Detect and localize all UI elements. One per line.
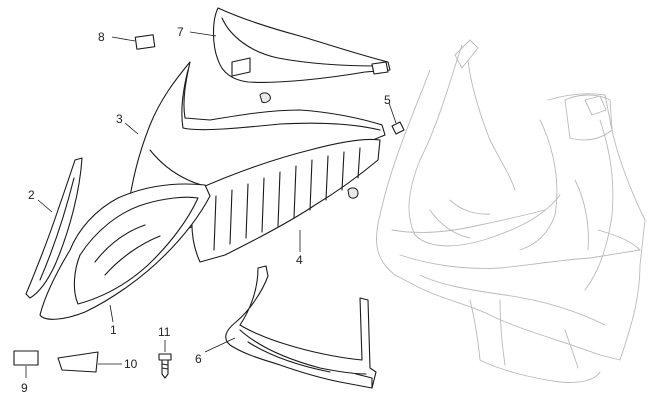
part-lower-bracket (225, 265, 377, 389)
callout-2: 2 (28, 188, 35, 202)
leader-lines (25, 31, 397, 378)
part-side-trim (25, 157, 83, 299)
part-clip-5 (391, 121, 405, 135)
callout-6: 6 (195, 352, 202, 366)
callout-5: 5 (384, 93, 391, 107)
part-grille (191, 138, 381, 263)
part-plate-9 (13, 350, 39, 366)
callout-3: 3 (116, 112, 123, 126)
part-sticker-8 (134, 34, 156, 50)
part-plate-10 (57, 351, 99, 373)
part-lower-side-panel (39, 183, 211, 320)
callout-9: 9 (21, 381, 28, 395)
callout-10: 10 (124, 357, 138, 371)
callout-4: 4 (296, 253, 303, 267)
callout-7: 7 (177, 25, 184, 39)
callout-11: 11 (158, 325, 171, 339)
part-upper-cover (212, 7, 391, 83)
part-screw-11 (158, 353, 172, 379)
callout-1: 1 (110, 323, 117, 337)
reference-front-body-ghost (376, 39, 646, 383)
callout-8: 8 (98, 30, 105, 44)
